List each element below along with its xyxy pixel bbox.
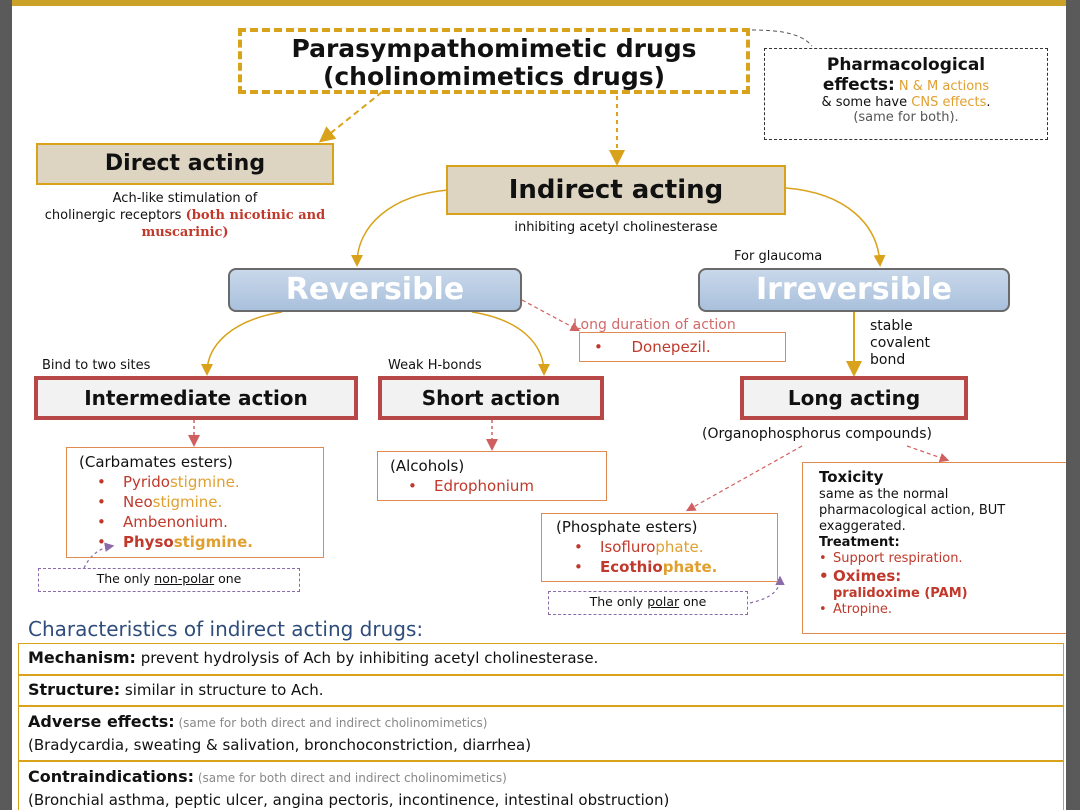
arrow-reversible-to-short <box>471 311 550 376</box>
organophosphorus-note: (Organophosphorus compounds) <box>702 426 932 442</box>
adverse-effects-row: Adverse effects: (same for both direct a… <box>18 706 1064 761</box>
cns-effects: CNS effects <box>911 95 987 110</box>
list-item: •Neostigmine. <box>97 493 223 511</box>
list-item: •Isoflurophate. <box>574 538 704 556</box>
pharm-heading: Pharmacological <box>826 55 986 75</box>
contraindications-row: Contraindications: (same for both direct… <box>18 761 1064 810</box>
toxicity-title: Toxicity <box>819 468 884 486</box>
short-action-box: Short action <box>378 376 604 420</box>
arrow-organo-to-phosphate <box>685 445 803 512</box>
structure-row: Structure: similar in structure to Ach. <box>18 675 1064 706</box>
list-item: •Pyridostigmine. <box>97 473 240 491</box>
long-duration-note: Long duration of action <box>573 317 736 333</box>
reversible-box: Reversible <box>228 268 522 312</box>
phosphate-header: (Phosphate esters) <box>556 518 698 536</box>
direct-acting-description: Ach-like stimulation of cholinergic rece… <box>44 191 326 240</box>
intermediate-action-box: Intermediate action <box>34 376 358 420</box>
irreversible-box: Irreversible <box>698 268 1010 312</box>
list-item: •Ecothiophate. <box>574 558 718 576</box>
arrow-indirect-to-irreversible <box>785 187 886 267</box>
arrow-polar-note <box>749 575 785 604</box>
donepezil-box: • Donepezil. <box>579 332 786 362</box>
list-item: pralidoxime (PAM) <box>833 586 968 601</box>
title-box: Parasympathomimetic drugs (cholinomimeti… <box>238 28 750 94</box>
list-item: •Physostigmine. <box>97 533 253 551</box>
bind-two-sites-note: Bind to two sites <box>42 358 151 373</box>
pharm-line-3: & some have CNS effects. <box>821 95 991 110</box>
glaucoma-note: For glaucoma <box>734 249 823 264</box>
pharm-line-2: effects: N & M actions <box>822 75 990 95</box>
list-item: •Ambenonium. <box>97 513 228 531</box>
characteristics-title: Characteristics of indirect acting drugs… <box>28 617 424 641</box>
indirect-acting-box: Indirect acting <box>446 165 786 215</box>
list-item: •Oximes: <box>819 567 902 585</box>
alcohols-box: (Alcohols) •Edrophonium <box>377 451 607 501</box>
alcohols-header: (Alcohols) <box>390 457 465 475</box>
title-line-1: Parasympathomimetic drugs <box>291 34 697 63</box>
non-polar-note: The only non-polar one <box>38 568 300 592</box>
treatment-label: Treatment: <box>819 535 900 550</box>
nm-actions: N & M actions <box>898 79 990 94</box>
toxicity-description: same as the normal pharmacological actio… <box>819 487 1006 534</box>
top-accent-bar <box>12 0 1066 6</box>
slide: Parasympathomimetic drugs (cholinomimeti… <box>12 0 1066 810</box>
title-line-2: (cholinomimetics drugs) <box>322 62 666 91</box>
weak-h-bonds-note: Weak H-bonds <box>388 358 482 373</box>
indirect-acting-description: inhibiting acetyl cholinesterase <box>514 220 718 235</box>
arrow-nonpolar-note <box>83 542 115 569</box>
direct-acting-box: Direct acting <box>36 143 334 185</box>
arrow-indirect-to-reversible <box>351 189 449 267</box>
carbamates-box: (Carbamates esters) •Pyridostigmine. •Ne… <box>66 447 324 558</box>
covalent-bond-note: stable covalent bond <box>870 318 930 368</box>
list-item: •Atropine. <box>819 602 893 617</box>
connector-arrows <box>83 29 950 604</box>
both-receptors: (both nicotinic and muscarinic) <box>141 208 326 240</box>
phosphate-esters-box: (Phosphate esters) •Isoflurophate. •Ecot… <box>541 513 778 582</box>
arrow-reversible-to-intermediate <box>201 311 283 376</box>
polar-note: The only polar one <box>548 591 748 615</box>
connector-title-to-pharm <box>751 29 813 47</box>
mechanism-row: Mechanism: prevent hydrolysis of Ach by … <box>18 643 1064 675</box>
arrow-title-to-direct <box>318 91 383 143</box>
list-item: •Support respiration. <box>819 551 963 566</box>
arrow-organo-to-toxicity <box>906 445 950 463</box>
list-item: •Edrophonium <box>408 477 535 495</box>
long-acting-box: Long acting <box>740 376 968 420</box>
pharm-same: (same for both). <box>853 110 959 125</box>
arrow-reversible-to-donepezil <box>521 299 581 332</box>
carbamates-header: (Carbamates esters) <box>79 453 233 471</box>
toxicity-box: Toxicity same as the normal pharmacologi… <box>802 462 1066 634</box>
pharmacological-effects-box: Pharmacological effects: N & M actions &… <box>764 48 1048 140</box>
